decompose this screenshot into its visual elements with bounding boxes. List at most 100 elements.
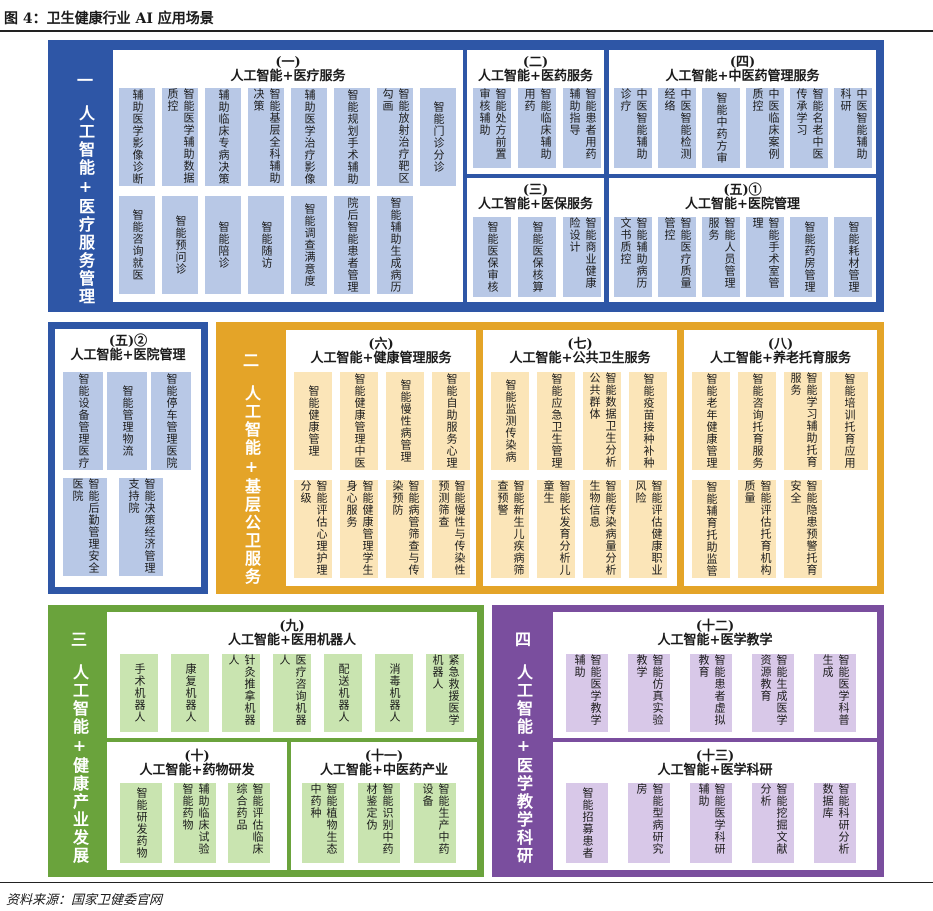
section-label: 三 人工智能+健康产业发展 bbox=[65, 626, 93, 865]
scenario-item: 紧急救援医学机器人 bbox=[426, 654, 464, 732]
scenario-item: 智能基层全科辅助决策 bbox=[248, 88, 284, 186]
panel-number: (十一) bbox=[364, 749, 404, 764]
scenario-item: 智能慢性与传染性预测筛查 bbox=[432, 480, 470, 578]
scenario-item: 智能传染病量分析生物信息 bbox=[583, 480, 621, 578]
panel-title: 人工智能+医学科研 bbox=[657, 763, 773, 778]
scenario-item: 智能处方前置审核辅助 bbox=[473, 88, 511, 168]
scenario-item: 手术机器人 bbox=[120, 654, 158, 732]
panel-title: 人工智能+公共卫生服务 bbox=[509, 351, 651, 366]
scenario-item: 智能患者虚拟教育 bbox=[690, 654, 732, 732]
scenario-item: 智能科研分析数据库 bbox=[814, 783, 856, 863]
panel-number: (八) bbox=[767, 337, 794, 352]
scenario-item: 智能名老中医传承学习 bbox=[790, 88, 828, 168]
panel-title: 人工智能+药物研发 bbox=[139, 763, 255, 778]
scenario-item: 智能识别中药材鉴定伪 bbox=[358, 783, 400, 863]
panel-number: (十) bbox=[184, 749, 210, 764]
panel-number: (十二) bbox=[695, 619, 735, 634]
scenario-item: 智能随访 bbox=[248, 196, 284, 294]
section-label: 四 人工智能+医学教学科研 bbox=[509, 626, 537, 865]
scenario-item: 智能植物生态中药种 bbox=[302, 783, 344, 863]
scenario-item: 辅助医学影像诊断 bbox=[119, 88, 155, 186]
figure-title: 图 4：卫生健康行业 AI 应用场景 bbox=[4, 11, 214, 27]
panel-title: 人工智能+医疗服务 bbox=[230, 69, 346, 84]
scenario-item: 辅助临床试验智能药物 bbox=[174, 783, 216, 863]
scenario-item: 针灸推拿机器人 bbox=[222, 654, 260, 732]
scenario-item: 智能挖掘文献分析 bbox=[752, 783, 794, 863]
scenario-item: 智能新生儿疾病筛查预警 bbox=[491, 480, 529, 578]
section-title: 人工智能+医学教学科研 bbox=[514, 664, 533, 865]
scenario-item: 智能疫苗接种补种 bbox=[629, 372, 667, 470]
scenario-item: 智能中药方审 bbox=[702, 88, 740, 168]
scenario-item: 智能医保审核 bbox=[473, 217, 511, 297]
scenario-item: 智能监测传染病 bbox=[491, 372, 529, 470]
scenario-item: 智能患者用药辅助指导 bbox=[563, 88, 601, 168]
panel-number: (二) bbox=[522, 55, 549, 70]
panel-title: 人工智能+医院管理 bbox=[685, 197, 800, 212]
scenario-item: 智能应急卫生管理 bbox=[537, 372, 575, 470]
panel-number: (五)② bbox=[108, 334, 148, 349]
scenario-item: 智能医学辅助数据质控 bbox=[162, 88, 198, 186]
scenario-item: 医疗咨询机器人 bbox=[273, 654, 311, 732]
scenario-item: 智能设备管理医疗 bbox=[63, 372, 103, 470]
section-number: 三 bbox=[70, 630, 87, 649]
scenario-item: 智能医学科普生成 bbox=[814, 654, 856, 732]
scenario-item: 辅助临床专病决策 bbox=[205, 88, 241, 186]
scenario-item: 智能健康管理 bbox=[294, 372, 332, 470]
scenario-item: 智能自助服务心理 bbox=[432, 372, 470, 470]
scenario-item: 智能培训托育应用 bbox=[830, 372, 868, 470]
scenario-item: 智能隐患预警托育安全 bbox=[784, 480, 822, 578]
scenario-item: 智能老年健康管理 bbox=[692, 372, 730, 470]
scenario-item: 智能辅助病历文书质控 bbox=[614, 217, 652, 297]
scenario-item: 智能商业健康险设计 bbox=[563, 217, 601, 297]
scenario-item: 智能管理物流 bbox=[107, 372, 147, 470]
bottom-divider bbox=[0, 882, 933, 883]
panel-number: (四) bbox=[729, 55, 756, 70]
scenario-item: 辅助医学治疗影像 bbox=[291, 88, 327, 186]
scenario-item: 智能药房管理 bbox=[790, 217, 828, 297]
panel-number: (七) bbox=[567, 337, 593, 352]
scenario-item: 消毒机器人 bbox=[375, 654, 413, 732]
scenario-item: 智能人员管理服务 bbox=[702, 217, 740, 297]
scenario-item: 智能陪诊 bbox=[205, 196, 241, 294]
panel-title: 人工智能+医药服务 bbox=[478, 69, 593, 84]
panel-number: (十三) bbox=[695, 749, 735, 764]
scenario-item: 智能健康管理学生身心服务 bbox=[340, 480, 378, 578]
scenario-item: 中医临床案例质控 bbox=[746, 88, 784, 168]
section-number: 四 bbox=[514, 630, 531, 649]
scenario-item: 智能医学教学辅助 bbox=[566, 654, 608, 732]
scenario-item: 智能研发药物 bbox=[120, 783, 162, 863]
scenario-item: 智能临床辅助用药 bbox=[518, 88, 556, 168]
scenario-item: 智能停车管理医院 bbox=[151, 372, 191, 470]
panel-title: 人工智能+中医药产业 bbox=[320, 763, 448, 778]
panel-number: (三) bbox=[522, 183, 549, 198]
scenario-item: 智能耗材管理 bbox=[834, 217, 872, 297]
scenario-item: 院后智能患者管理 bbox=[334, 196, 370, 294]
section-title: 人工智能+健康产业发展 bbox=[70, 664, 89, 865]
scenario-item: 智能预问诊 bbox=[162, 196, 198, 294]
scenario-item: 智能生成医学资源教育 bbox=[752, 654, 794, 732]
scenario-item: 智能规划手术辅助 bbox=[334, 88, 370, 186]
scenario-item: 智能评估心理护理分级 bbox=[294, 480, 332, 578]
panel-number: (九) bbox=[279, 619, 305, 634]
scenario-item: 智能学习辅助托育服务 bbox=[784, 372, 822, 470]
panel-title: 人工智能+养老托育服务 bbox=[710, 351, 851, 366]
panel-title: 人工智能+中医药管理服务 bbox=[665, 69, 820, 84]
scenario-item: 中医智能辅助科研 bbox=[834, 88, 872, 168]
scenario-item: 康复机器人 bbox=[171, 654, 209, 732]
scenario-item: 智能评估临床综合药品 bbox=[228, 783, 270, 863]
scenario-item: 智能后勤管理安全医院 bbox=[63, 478, 107, 576]
panel-title: 人工智能+医院管理 bbox=[70, 348, 186, 363]
scenario-item: 中医智能辅助诊疗 bbox=[614, 88, 652, 168]
section-number: 二 bbox=[242, 351, 259, 370]
scenario-item: 中医智能检测经络 bbox=[658, 88, 696, 168]
source-note: 资料来源：国家卫健委官网 bbox=[6, 893, 163, 908]
scenario-item: 智能医保核算 bbox=[518, 217, 556, 297]
scenario-item: 智能慢性病管理 bbox=[386, 372, 424, 470]
scenario-item: 智能长发育分析儿童生 bbox=[537, 480, 575, 578]
panel-title: 人工智能+医用机器人 bbox=[228, 633, 356, 648]
scenario-item: 智能医学科研辅助 bbox=[690, 783, 732, 863]
scenario-item: 智能手术室管理 bbox=[746, 217, 784, 297]
scenario-item: 智能生产中药设备 bbox=[414, 783, 456, 863]
section-number: 一 bbox=[76, 71, 93, 90]
panel-hospital-management-1: (五)① 人工智能+医院管理 bbox=[609, 178, 876, 302]
